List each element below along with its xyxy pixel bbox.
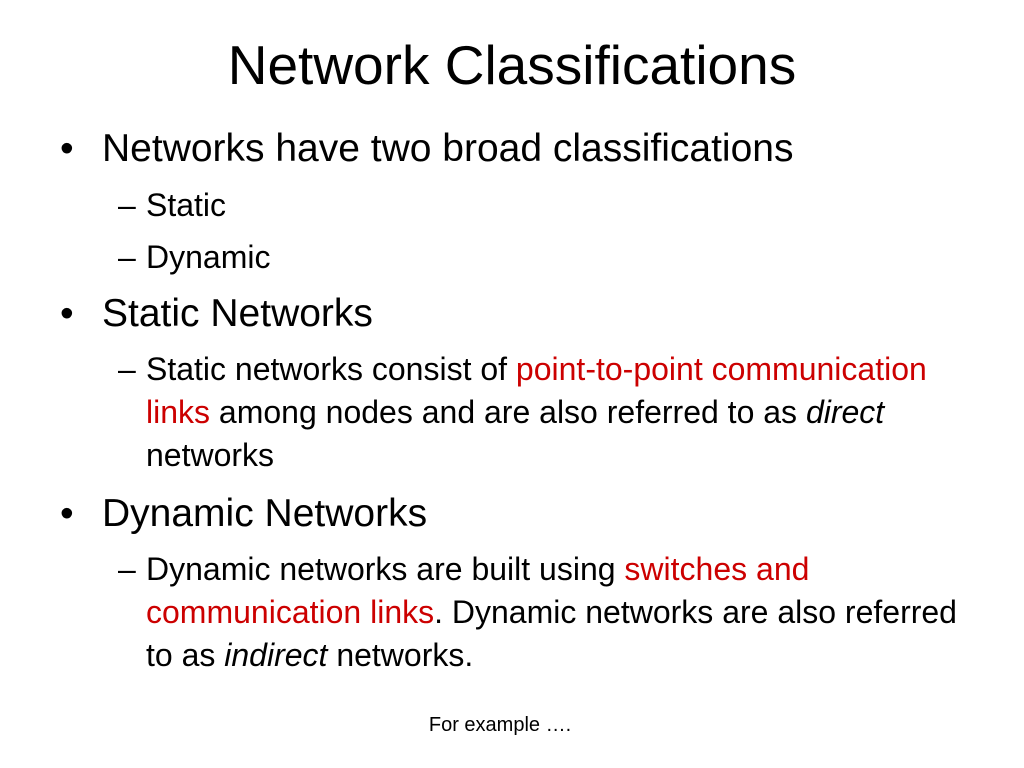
text-run: networks.	[327, 637, 474, 673]
bullet-text: Dynamic Networks	[102, 492, 428, 535]
bullet-text: Static Networks	[102, 292, 373, 335]
text-run: . Dynamic networks are also referred to …	[146, 594, 957, 673]
subitem-text: Static networks consist of point-to-poin…	[146, 348, 976, 477]
footer-note: For example ….	[428, 714, 572, 736]
italic-term: direct	[805, 394, 885, 430]
dash-marker: –	[118, 187, 136, 223]
subitem-text: Static	[146, 187, 227, 223]
text-run: among nodes and are also referred to as	[210, 394, 806, 430]
text-run: Dynamic networks are built using	[146, 551, 625, 587]
highlight-text: point-to-point communication links	[146, 351, 927, 430]
italic-term: indirect	[224, 637, 328, 673]
bullet-marker: •	[60, 127, 74, 170]
dash-marker: –	[118, 551, 136, 587]
text-run: Static networks consist of	[146, 351, 516, 387]
dash-marker: –	[118, 351, 136, 387]
subitem-text: Dynamic	[146, 239, 271, 275]
bullet-marker: •	[60, 292, 74, 335]
slide-title: Network Classifications	[227, 34, 797, 96]
bullet-marker: •	[60, 492, 74, 535]
highlight-text: switches and communication links	[146, 551, 810, 630]
bullet-text: Networks have two broad classifications	[102, 127, 794, 170]
subitem-text: Dynamic networks are built using switche…	[146, 548, 976, 677]
text-run: networks	[146, 437, 275, 473]
dash-marker: –	[118, 239, 136, 275]
